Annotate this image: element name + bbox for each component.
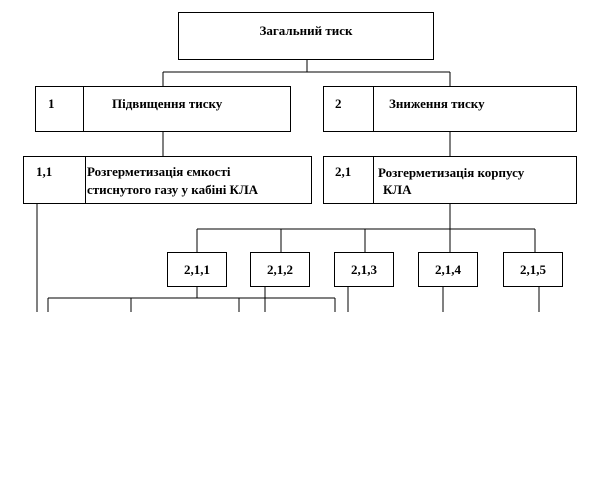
node-2-1: 2,1 Розгерметизація корпусу КЛА [323,156,577,204]
leaf-2-1-2-label: 2,1,2 [267,262,293,277]
node-1-1: 1,1 Розгерметизація ємкості стиснутого г… [23,156,312,204]
node-2-1-number: 2,1 [335,164,352,179]
leaf-2-1-1: 2,1,1 [167,252,227,287]
node-2-decrease: 2 Зниження тиску [323,86,577,132]
node-1-1-divider [85,157,86,203]
node-2-1-line1: Розгерметизація корпусу [378,165,525,180]
node-1-1-number: 1,1 [36,164,53,179]
node-2-divider [373,87,374,131]
node-1-label: Підвищення тиску [112,96,223,111]
node-2-1-line2: КЛА [383,182,412,197]
leaf-2-1-2: 2,1,2 [250,252,310,287]
node-1-number: 1 [48,96,55,111]
node-1-1-line2: стиснутого газу у кабіні КЛА [87,182,259,197]
node-1-1-line1: Розгерметизація ємкості [87,164,231,179]
node-2-label: Зниження тиску [389,96,485,111]
node-1-divider [83,87,84,131]
leaf-2-1-5: 2,1,5 [503,252,563,287]
node-2-1-divider [373,157,374,203]
leaf-2-1-5-label: 2,1,5 [520,262,546,277]
root-node: Загальний тиск [178,12,434,60]
leaf-2-1-3: 2,1,3 [334,252,394,287]
root-label: Загальний тиск [259,23,353,38]
node-1-increase: 1 Підвищення тиску [35,86,291,132]
node-2-number: 2 [335,96,342,111]
leaf-2-1-4-label: 2,1,4 [435,262,461,277]
leaf-2-1-1-label: 2,1,1 [184,262,210,277]
leaf-2-1-3-label: 2,1,3 [351,262,377,277]
leaf-2-1-4: 2,1,4 [418,252,478,287]
